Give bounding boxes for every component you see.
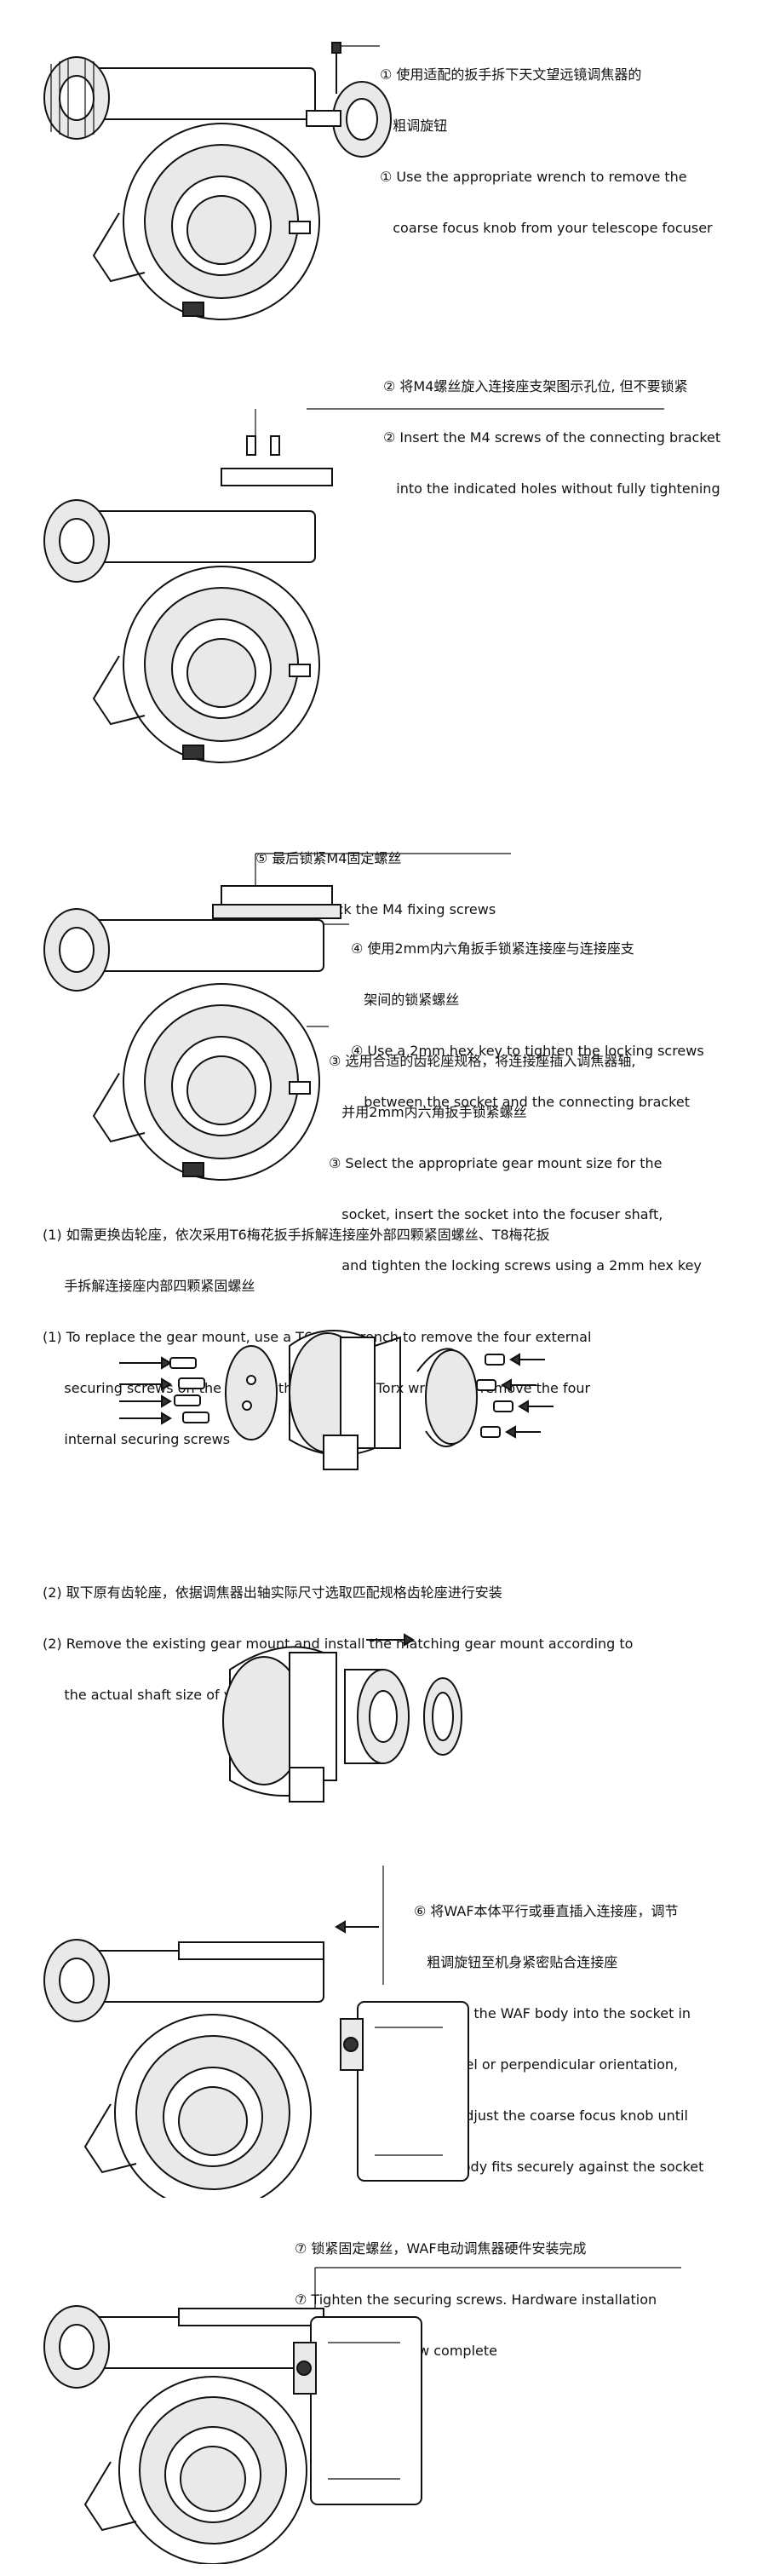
caption-line: ⑦ Tighten the securing screws. Hardware …: [295, 2291, 657, 2308]
arrow-right-icon: [119, 1356, 172, 1425]
caption-line: ④ 使用2mm内六角扳手锁紧连接座与连接座支: [351, 940, 634, 957]
caption-line: 架间的锁紧螺丝: [351, 992, 460, 1008]
focuser-illustration-step-1: [43, 42, 392, 320]
step-4-caption: ④ 使用2mm内六角扳手锁紧连接座与连接座支 架间的锁紧螺丝 ④ Use a 2…: [351, 906, 704, 1128]
caption-line: ③ Select the appropriate gear mount size…: [329, 1155, 663, 1171]
gear-mount-install-illustration: [222, 1633, 462, 1803]
step-2-caption: ② 将M4螺丝旋入连接座支架图示孔位, 但不要锁紧 ② Insert the M…: [383, 344, 720, 515]
caption-line: between the socket and the connecting br…: [351, 1094, 690, 1110]
focuser-illustration-step-7: [43, 2267, 681, 2564]
note-1-caption: (1) 如需更换齿轮座，依次采用T6梅花扳手拆解连接座外部四颗紧固螺丝、T8梅花…: [43, 1193, 591, 1465]
focuser-illustration-step-2: [43, 408, 664, 763]
caption-line: and tighten the locking screws using a 2…: [329, 1257, 702, 1274]
caption-line: ③ 选用合适的齿轮座规格，将连接座插入调焦器轴,: [329, 1053, 636, 1069]
caption-line: 粗调旋钮: [380, 118, 448, 134]
caption-line: ① Use the appropriate wrench to remove t…: [380, 169, 687, 185]
gear-mount-disassembly-illustration: [119, 1330, 554, 1470]
caption-line: into the indicated holes without fully t…: [383, 480, 720, 497]
arrow-right-icon: [366, 1633, 415, 1647]
arrow-left-icon: [335, 1920, 379, 1934]
focuser-illustration-steps-3-5: [43, 853, 511, 1181]
caption-line: coarse focus knob from your telescope fo…: [380, 220, 713, 236]
focuser-illustration-step-6: [43, 1866, 469, 2198]
caption-line: ② Insert the M4 screws of the connecting…: [383, 429, 721, 446]
arrow-left-icon: [501, 1353, 554, 1439]
caption-line: socket, insert the socket into the focus…: [329, 1206, 663, 1222]
caption-line: 并用2mm内六角扳手锁紧螺丝: [329, 1104, 527, 1120]
caption-line: ① 使用适配的扳手拆下天文望远镜调焦器的: [380, 66, 642, 83]
caption-line: ⑥ 将WAF本体平行或垂直插入连接座，调节: [414, 1903, 679, 1919]
caption-line: 手拆解连接座内部四颗紧固螺丝: [43, 1278, 255, 1294]
step-3-caption: ③ 选用合适的齿轮座规格，将连接座插入调焦器轴, 并用2mm内六角扳手锁紧螺丝 …: [329, 1019, 702, 1291]
caption-line: internal securing screws: [43, 1431, 231, 1447]
caption-line: 粗调旋钮至机身紧密贴合连接座: [414, 1954, 618, 1970]
caption-line: (1) 如需更换齿轮座，依次采用T6梅花扳手拆解连接座外部四颗紧固螺丝、T8梅花…: [43, 1227, 550, 1243]
caption-line: (1) To replace the gear mount, use a T6 …: [43, 1329, 592, 1345]
caption-line: ② 将M4螺丝旋入连接座支架图示孔位, 但不要锁紧: [383, 378, 688, 394]
caption-line: ⑦ 锁紧固定螺丝，WAF电动调焦器硬件安装完成: [295, 2240, 587, 2257]
caption-line: ⑤ 最后锁紧M4固定螺丝: [255, 850, 402, 866]
caption-line: (2) 取下原有齿轮座，依据调焦器出轴实际尺寸选取匹配规格齿轮座进行安装: [43, 1584, 502, 1601]
step-1-caption: ① 使用适配的扳手拆下天文望远镜调焦器的 粗调旋钮 ① Use the appr…: [380, 32, 713, 254]
caption-line: ④ Use a 2mm hex key to tighten the locki…: [351, 1043, 704, 1059]
